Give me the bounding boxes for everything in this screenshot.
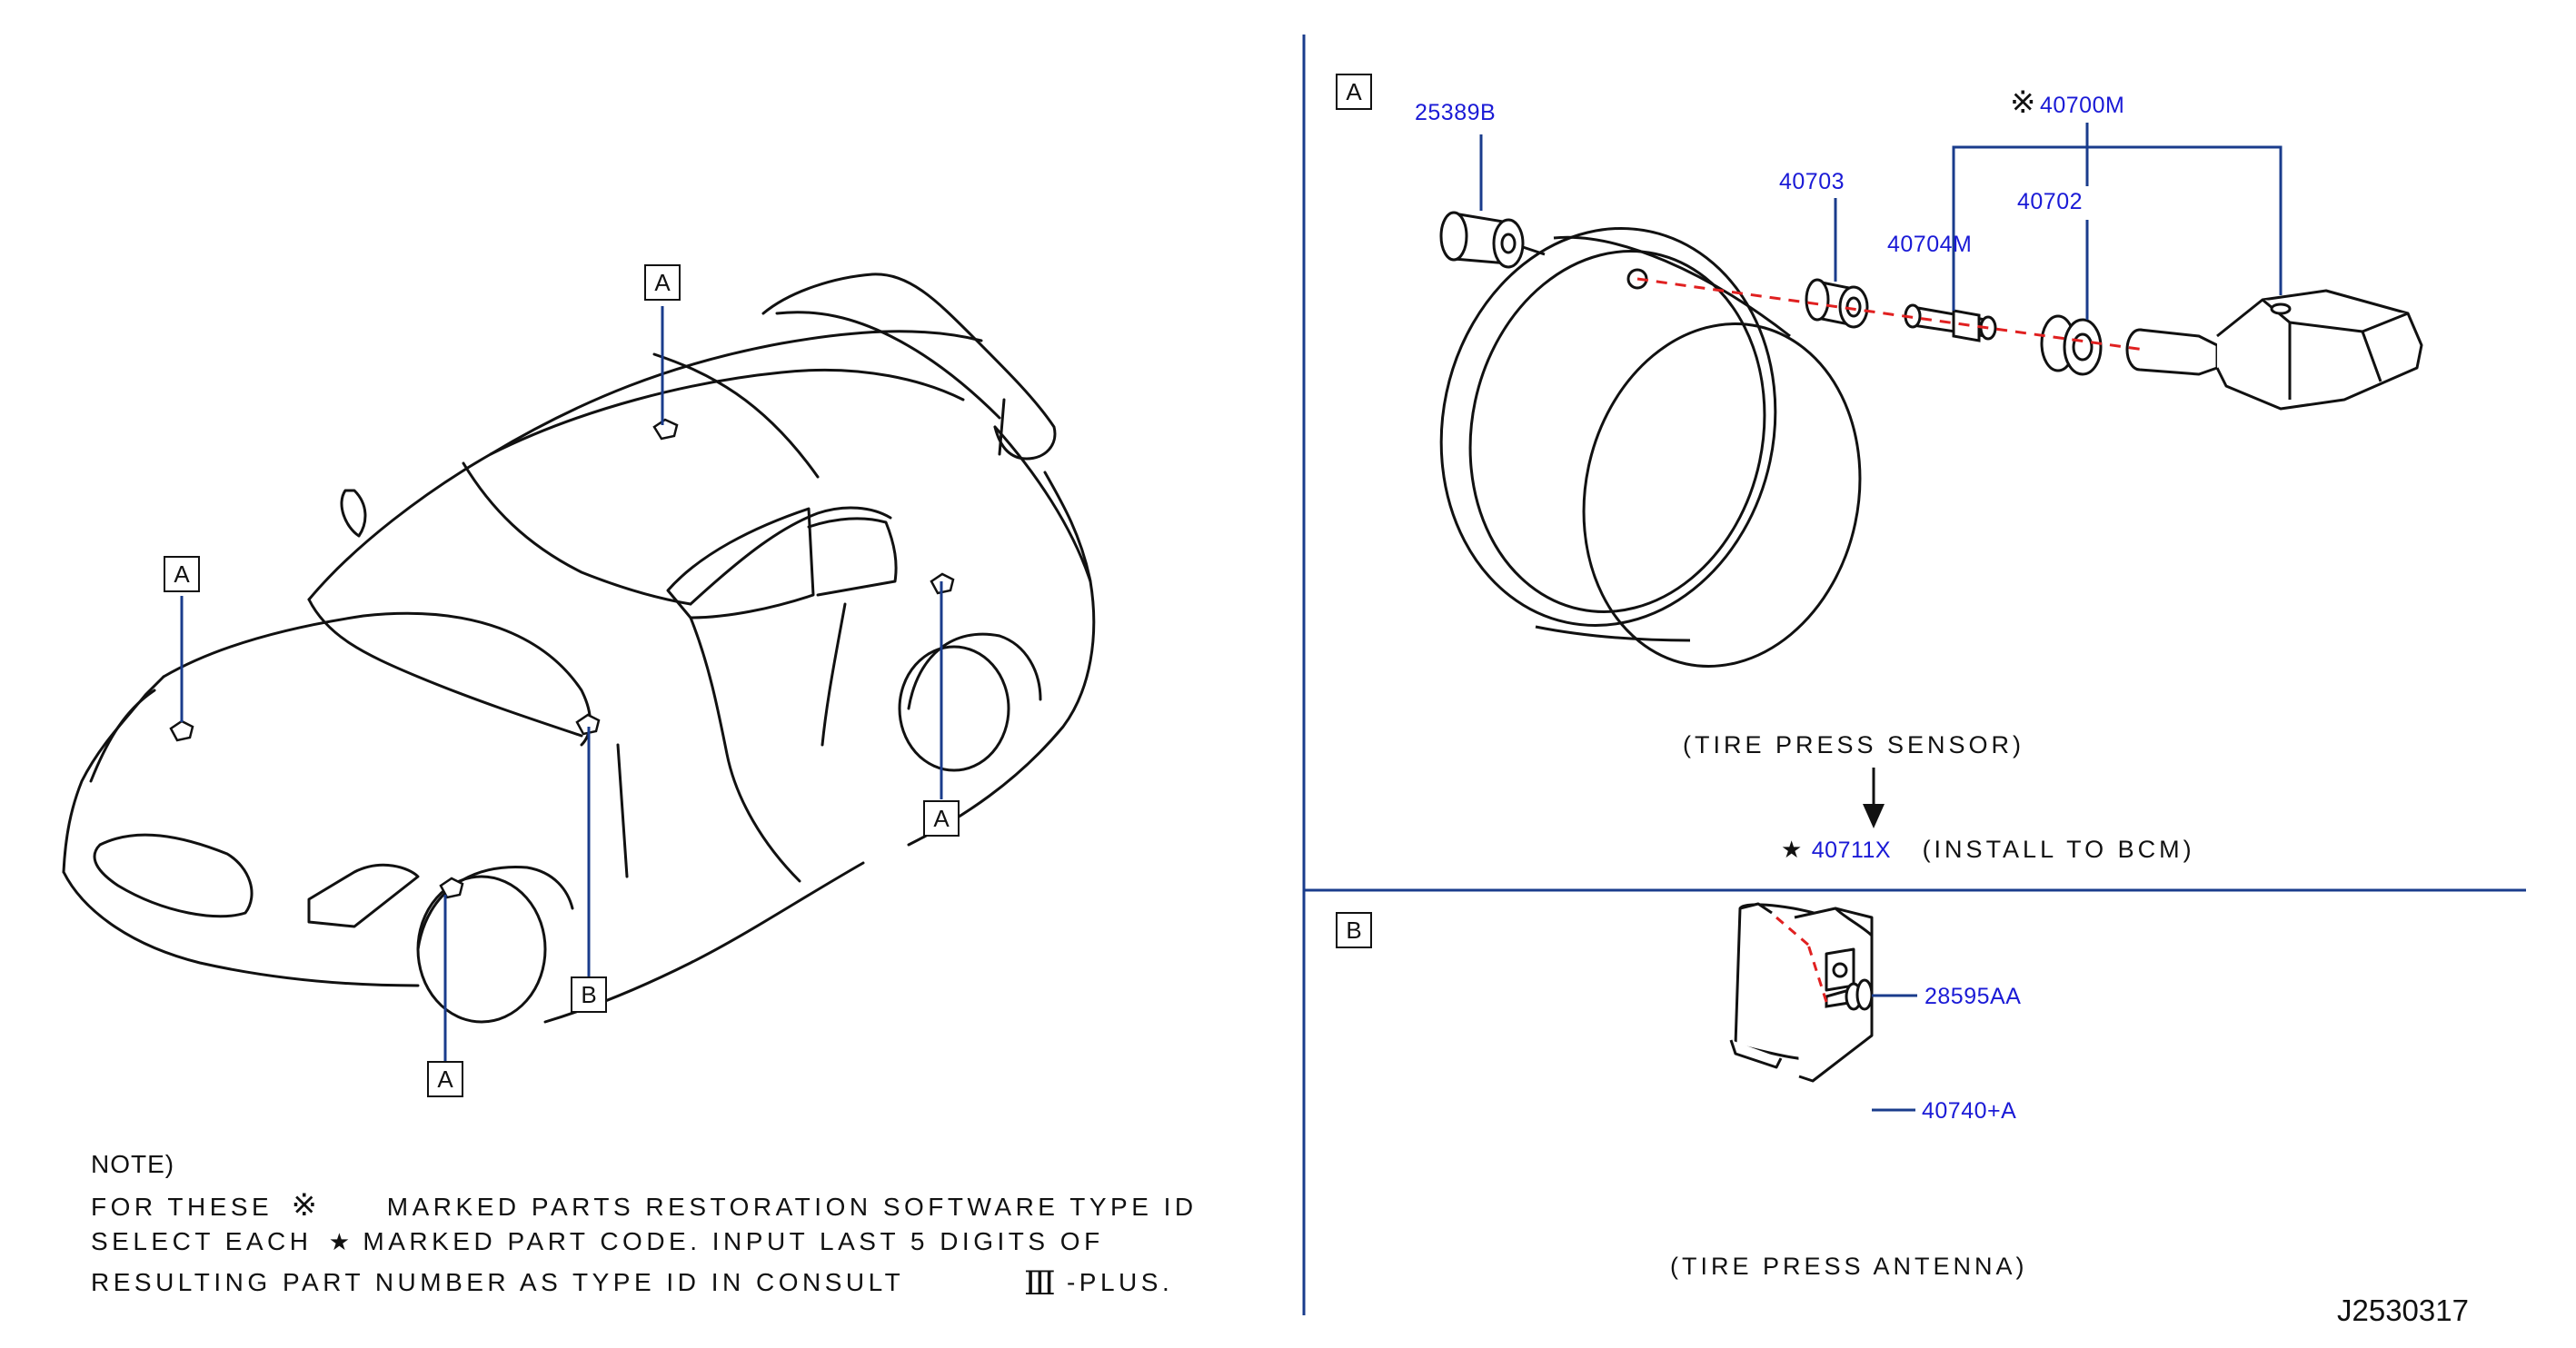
note-line-1b: MARKED PARTS RESTORATION SOFTWARE TYPE I… xyxy=(386,1193,1198,1221)
diagram-id: J2530317 xyxy=(2337,1293,2469,1327)
note-line-3a: RESULTING PART NUMBER AS TYPE ID IN CONS… xyxy=(91,1268,904,1296)
callout-a-front-wheel: A xyxy=(427,1061,463,1097)
callout-a-rear-wheel: A xyxy=(923,800,960,837)
callout-b-bcm: B xyxy=(571,976,607,1013)
note-line-3b: -PLUS. xyxy=(1066,1268,1174,1296)
part-40700M-group: ※ 40700M xyxy=(2010,87,2124,118)
car-illustration xyxy=(62,273,1096,1024)
assembly-dashed-line xyxy=(1636,277,2145,352)
section-b-leaders xyxy=(1872,994,1917,1112)
marker-front-left xyxy=(169,719,194,742)
part-28595AA: 28595AA xyxy=(1925,984,2022,1009)
marker-bcm xyxy=(575,713,601,736)
kome-symbol: ※ xyxy=(2010,85,2036,120)
caption-install-to-bcm: (INSTALL TO BCM) xyxy=(1922,836,2195,863)
part-40700M: 40700M xyxy=(2039,93,2125,118)
section-a-leaders xyxy=(1479,123,2283,320)
sensor-body xyxy=(2125,289,2423,411)
note-line-1a: FOR THESE xyxy=(91,1193,274,1221)
note-title: NOTE) xyxy=(91,1150,175,1178)
marker-roof xyxy=(652,418,679,441)
antenna-screw xyxy=(1825,978,1874,1011)
screw-dashed-line xyxy=(1806,944,1828,1003)
section-b-label: B xyxy=(1336,912,1372,948)
note-kome-symbol: ※ xyxy=(291,1188,322,1223)
part-40702: 40702 xyxy=(2017,189,2084,214)
wheel-rim xyxy=(1439,227,1862,668)
note-line-2: SELECT EACH ★ MARKED PART CODE. INPUT LA… xyxy=(91,1229,1104,1254)
part-40740A: 40740+A xyxy=(1922,1098,2017,1124)
note-line-2b: MARKED PART CODE. INPUT LAST 5 DIGITS OF xyxy=(363,1227,1104,1255)
caption-tire-press-antenna: (TIRE PRESS ANTENNA) xyxy=(1670,1253,2028,1280)
part-40711X: 40711X xyxy=(1811,838,1892,863)
part-40704M: 40704M xyxy=(1887,232,1973,257)
callout-a-roof: A xyxy=(644,264,681,301)
part-40703: 40703 xyxy=(1779,169,1845,194)
valve-cap xyxy=(1439,211,1546,269)
part-25389B: 25389B xyxy=(1415,100,1497,125)
star-symbol: ★ xyxy=(1781,836,1803,863)
note-line-3: RESULTING PART NUMBER AS TYPE ID IN CONS… xyxy=(91,1268,1173,1301)
note-line-2a: SELECT EACH xyxy=(91,1227,313,1255)
section-a-label: A xyxy=(1336,74,1372,110)
note-line-1: FOR THESE ※ MARKED PARTS RESTORATION SOF… xyxy=(91,1190,1198,1221)
grommet xyxy=(2040,314,2103,376)
note-star-symbol: ★ xyxy=(328,1228,351,1255)
callout-a-front: A xyxy=(164,556,200,592)
down-arrow xyxy=(1863,768,1885,828)
car-leaders xyxy=(180,306,943,1061)
roman-three-symbol: Ⅲ xyxy=(1023,1265,1056,1303)
part-40711X-row: ★ 40711X (INSTALL TO BCM) xyxy=(1781,838,2195,862)
caption-tire-press-sensor: (TIRE PRESS SENSOR) xyxy=(1683,731,2025,758)
